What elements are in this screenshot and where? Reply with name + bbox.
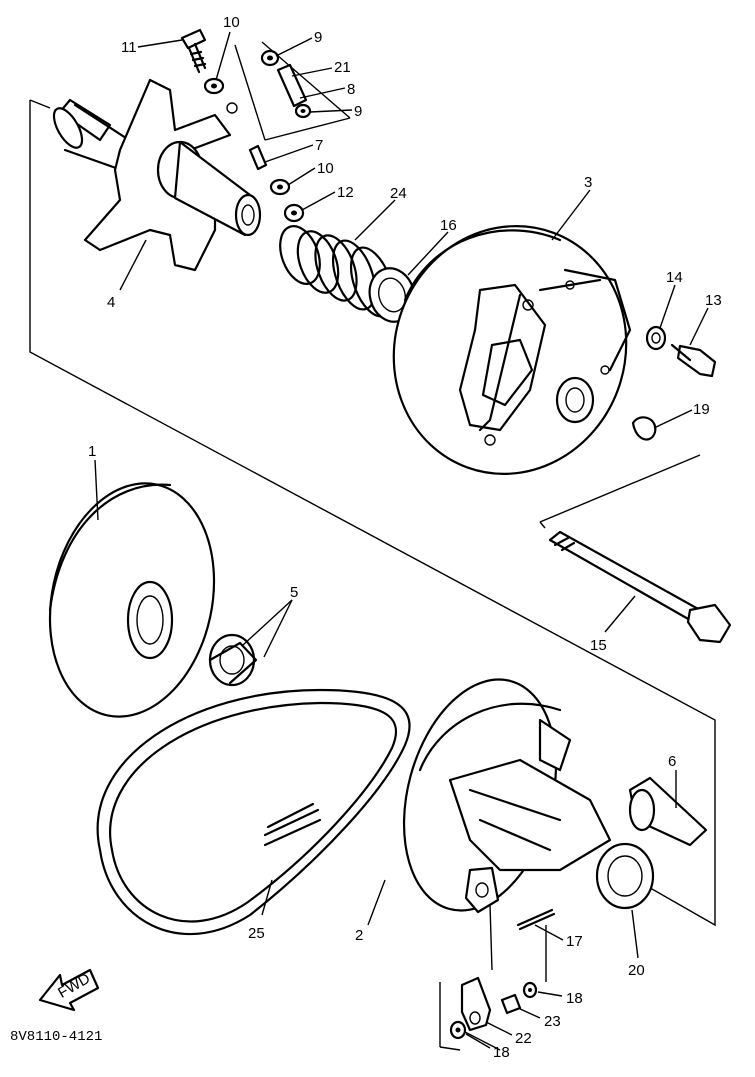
callout-2: 2 (355, 927, 363, 944)
callout-5: 5 (290, 584, 298, 601)
leader-lines (94, 31, 709, 1051)
part-25-drive-belt (96, 688, 411, 936)
callout-16: 16 (440, 217, 457, 234)
callout-25: 25 (248, 925, 265, 942)
hardware-13-14-19 (631, 325, 717, 441)
part-5-bushings (208, 633, 258, 687)
callout-14: 14 (666, 269, 683, 286)
callout-10-lower: 10 (317, 160, 334, 177)
callout-12: 12 (337, 184, 354, 201)
callout-23: 23 (544, 1013, 561, 1030)
fwd-arrow (38, 968, 100, 1012)
callout-17: 17 (566, 933, 583, 950)
parts-17-18-22-23 (449, 908, 556, 1040)
part-20-seal-ring (595, 842, 655, 910)
diagram-code: 8V8110-4121 (10, 1029, 102, 1045)
callout-9-upper: 9 (314, 29, 322, 46)
callout-24: 24 (390, 185, 407, 202)
callout-15: 15 (590, 637, 607, 654)
callout-18-right: 18 (566, 990, 583, 1007)
part-2-movable-sheave (402, 678, 612, 914)
part-15-long-bolt (548, 530, 732, 644)
callout-22: 22 (515, 1030, 532, 1047)
callout-18-bottom: 18 (493, 1044, 510, 1061)
callout-3: 3 (584, 174, 592, 191)
part-6-sleeve (628, 776, 708, 847)
callout-7: 7 (315, 137, 323, 154)
part-3-cover-plate (392, 225, 632, 475)
callout-6: 6 (668, 753, 676, 770)
callout-20: 20 (628, 962, 645, 979)
callout-13: 13 (705, 292, 722, 309)
part-4-spider-hub (52, 78, 262, 272)
small-hardware-upper (180, 28, 312, 223)
callout-labels: 11 10 9 21 8 9 7 10 12 24 16 3 4 14 13 1… (88, 14, 722, 1061)
callout-21: 21 (334, 59, 351, 76)
part-1-fixed-sheave (48, 482, 216, 718)
callout-8: 8 (347, 81, 355, 98)
callout-1: 1 (88, 443, 96, 460)
callout-19: 19 (693, 401, 710, 418)
callout-9-lower: 9 (354, 103, 362, 120)
callout-10-upper: 10 (223, 14, 240, 31)
callout-4: 4 (107, 294, 115, 311)
callout-11: 11 (121, 39, 137, 56)
